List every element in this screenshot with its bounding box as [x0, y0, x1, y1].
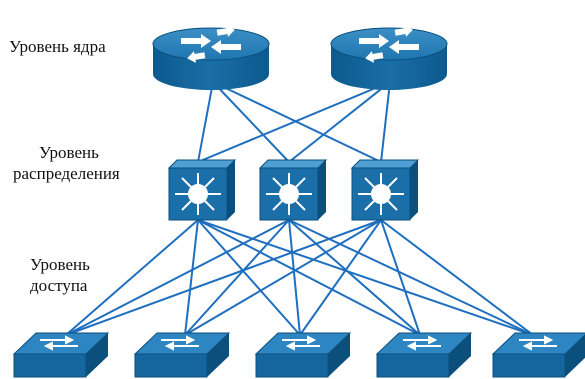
distribution-access-link	[288, 219, 301, 336]
distribution-access-link	[299, 219, 382, 336]
distribution-level-label: Уровень распределения	[13, 142, 120, 184]
access-level-label-line1: Уровень	[30, 255, 90, 274]
distribution-access-link	[380, 219, 421, 336]
access-level-label: Уровень доступа	[30, 254, 90, 296]
links-layer	[65, 81, 534, 336]
switch-icon	[12, 332, 110, 378]
distribution-access-link	[380, 219, 534, 336]
core-distribution-link	[212, 81, 290, 163]
distribution-access-link	[65, 219, 382, 336]
distribution-level-label-line2: распределения	[13, 164, 120, 183]
distribution-access-link	[65, 219, 290, 336]
core-level-label-text: Уровень ядра	[9, 37, 106, 56]
layer3-switch-icon	[258, 159, 328, 221]
layer3-switch-icon	[167, 159, 237, 221]
switch-icon	[491, 332, 585, 378]
router-icon	[330, 25, 448, 90]
core-distribution-link	[288, 81, 391, 163]
router-icon	[152, 25, 270, 90]
core-level-label: Уровень ядра	[9, 36, 106, 57]
distribution-access-link	[184, 219, 290, 336]
switch-icon	[375, 332, 473, 378]
core-distribution-link	[197, 81, 214, 163]
distribution-access-link	[288, 219, 421, 336]
switch-icon	[254, 332, 352, 378]
access-level-label-line2: доступа	[30, 276, 88, 295]
switch-icon	[133, 332, 231, 378]
distribution-access-link	[197, 219, 421, 336]
core-distribution-link	[197, 81, 391, 163]
distribution-access-link	[184, 219, 199, 336]
distribution-access-link	[65, 219, 199, 336]
core-distribution-link	[380, 81, 391, 163]
distribution-access-link	[184, 219, 382, 336]
distribution-level-label-line1: Уровень	[39, 143, 99, 162]
core-distribution-link	[212, 81, 382, 163]
distribution-access-link	[288, 219, 534, 336]
layer3-switch-icon	[350, 159, 420, 221]
distribution-access-link	[197, 219, 301, 336]
